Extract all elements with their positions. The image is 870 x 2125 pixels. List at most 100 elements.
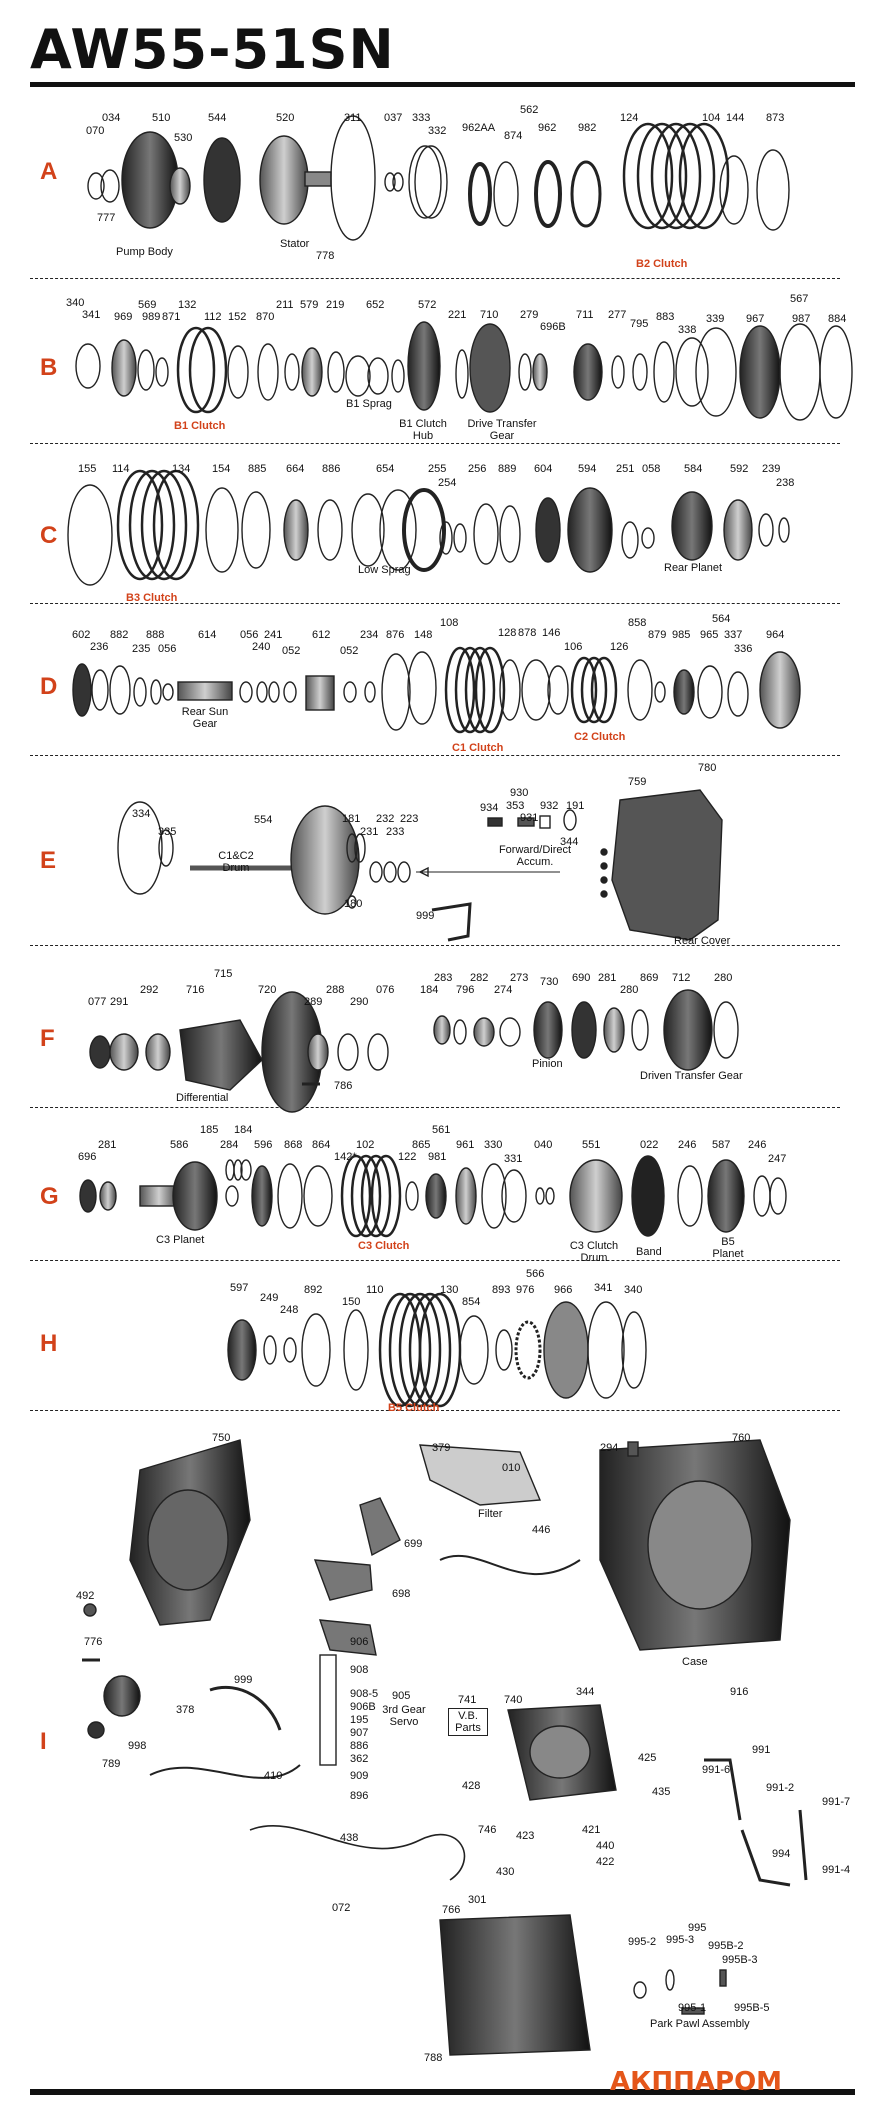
part-number: 311 <box>344 112 362 124</box>
part-number: 981 <box>428 1151 447 1163</box>
part-number: 741 <box>458 1694 477 1706</box>
part-number: 870 <box>256 311 275 323</box>
part-number: 256 <box>468 463 487 475</box>
group-number: 562 <box>520 104 539 116</box>
part-number: 010 <box>502 1462 521 1474</box>
part-label: Band <box>636 1246 662 1258</box>
part-number: 134 <box>172 463 191 475</box>
part-number: 730 <box>540 976 559 988</box>
part-number: 122 <box>398 1151 417 1163</box>
part-number: 341 <box>594 1282 613 1294</box>
part-label: Differential <box>176 1092 229 1104</box>
part-label: C3 Clutch Drum <box>569 1240 619 1264</box>
part-number: 777 <box>97 212 116 224</box>
part-number: 854 <box>462 1296 481 1308</box>
part-number: 338 <box>678 324 697 336</box>
part-number: 339 <box>706 313 725 325</box>
part-number: 760 <box>732 1432 751 1444</box>
part-number: 284 <box>220 1139 239 1151</box>
part-number: 070 <box>86 125 105 137</box>
part-number: 274 <box>494 984 513 996</box>
part-number: 106 <box>564 641 583 653</box>
part-number: 340 <box>66 297 85 309</box>
part-number: 995-1 <box>678 2002 707 2014</box>
part-label: Case <box>682 1656 708 1668</box>
part-number: 991-7 <box>822 1796 851 1808</box>
part-number: 114 <box>112 463 130 475</box>
part-number: 995B-2 <box>708 1940 744 1952</box>
part-number: 233 <box>386 826 405 838</box>
part-label: C3 Planet <box>156 1234 205 1246</box>
part-number: 221 <box>448 309 467 321</box>
part-number: 966 <box>554 1284 573 1296</box>
part-number: 592 <box>730 463 749 475</box>
part-number: 906B <box>350 1701 376 1713</box>
part-number: 916 <box>730 1686 749 1698</box>
part-label: B1 Sprag <box>346 398 392 410</box>
section-letter-e: E <box>40 847 57 874</box>
part-number: 301 <box>468 1894 487 1906</box>
part-number: 144 <box>726 112 745 124</box>
part-number: 280 <box>620 984 639 996</box>
clutch-label: B1 Clutch <box>174 420 226 432</box>
part-number: 530 <box>174 132 193 144</box>
part-number: 882 <box>110 629 129 641</box>
part-number: 766 <box>442 1904 461 1916</box>
part-number: 987 <box>792 313 811 325</box>
part-number: 962AA <box>462 122 496 134</box>
part-number: 776 <box>84 1636 103 1648</box>
part-number: 989 <box>142 311 161 323</box>
part-number: 283 <box>434 972 453 984</box>
part-number: 154 <box>212 463 231 475</box>
part-number: 740 <box>504 1694 523 1706</box>
part-number: 102 <box>356 1139 375 1151</box>
part-number: 690 <box>572 972 591 984</box>
part-number: 446 <box>532 1524 551 1536</box>
section-letter-c: C <box>40 522 58 549</box>
part-number: 967 <box>746 313 765 325</box>
part-number: 906 <box>350 1636 369 1648</box>
part-number: 184 <box>420 984 439 996</box>
part-number: 128 <box>498 627 517 639</box>
part-label: Forward/Direct Accum. <box>498 844 572 868</box>
part-number: 251 <box>616 463 635 475</box>
part-number: 056 <box>158 643 177 655</box>
part-label: V.B. Parts <box>448 1708 488 1736</box>
footer-rule <box>30 2089 855 2095</box>
part-number: 696B <box>540 321 566 333</box>
part-number: 597 <box>230 1282 249 1294</box>
part-label: Rear Sun Gear <box>181 706 229 730</box>
part-number: 594 <box>578 463 597 475</box>
part-number: 246 <box>678 1139 697 1151</box>
part-number: 930 <box>510 787 529 799</box>
part-number: 353 <box>506 800 525 812</box>
part-number: 281 <box>598 972 617 984</box>
part-number: 104 <box>702 112 721 124</box>
part-number: 604 <box>534 463 553 475</box>
part-label: C1&C2 Drum <box>218 850 254 874</box>
section-letter-g: G <box>40 1183 59 1210</box>
separator <box>30 443 840 444</box>
part-number: 108 <box>440 617 459 629</box>
part-number: 908 <box>350 1664 369 1676</box>
part-label: Park Pawl Assembly <box>650 2018 750 2030</box>
part-number: 865 <box>412 1139 431 1151</box>
section-letter-a: A <box>40 158 58 185</box>
part-number: 896 <box>350 1790 369 1802</box>
section-letter-i: I <box>40 1728 47 1755</box>
section-letter-d: D <box>40 673 58 700</box>
part-number: 341 <box>82 309 101 321</box>
part-number: 150 <box>342 1296 361 1308</box>
part-number: 602 <box>72 629 91 641</box>
part-number: 110 <box>366 1284 384 1296</box>
part-number: 886 <box>350 1740 369 1752</box>
part-number: 290 <box>350 996 369 1008</box>
part-number: 281 <box>98 1139 117 1151</box>
part-number: 330 <box>484 1139 503 1151</box>
part-number: 778 <box>316 250 335 262</box>
part-number: 422 <box>596 1856 615 1868</box>
part-number: 362 <box>350 1753 369 1765</box>
part-number: 232 <box>376 813 395 825</box>
part-number: 344 <box>560 836 579 848</box>
section-letter-f: F <box>40 1025 55 1052</box>
